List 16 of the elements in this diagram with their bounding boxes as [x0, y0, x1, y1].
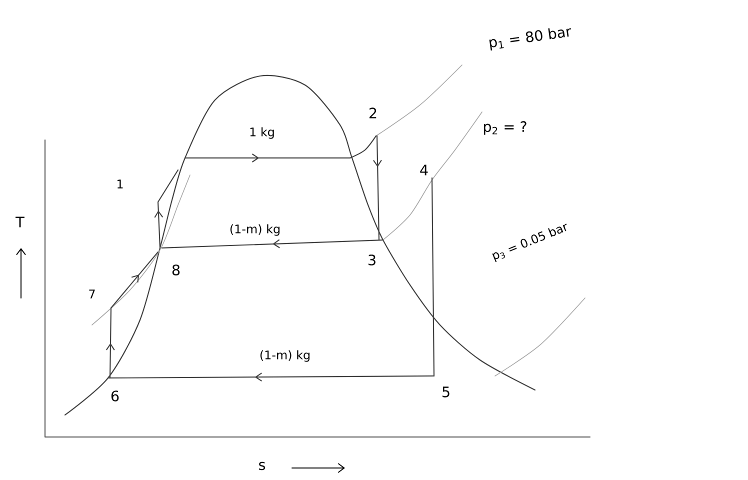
label: T — [16, 216, 24, 228]
label: (1-m) kg — [230, 224, 280, 236]
label: 4 — [420, 164, 428, 176]
label: (1-m) kg — [260, 350, 310, 362]
label: p$_{2}$ = ? — [484, 121, 526, 135]
label: 8 — [172, 264, 180, 276]
label: s — [259, 462, 266, 470]
label: 2 — [370, 108, 376, 118]
label: 7 — [89, 290, 95, 298]
label: 1 — [118, 180, 123, 188]
label: 5 — [442, 386, 450, 398]
label: 1 kg — [250, 127, 274, 139]
label: p$_{1}$ = 80 bar — [489, 28, 572, 50]
label: p$_{3}$ = 0.05 bar — [492, 224, 567, 262]
label: 3 — [368, 254, 376, 266]
label: 6 — [111, 390, 119, 402]
